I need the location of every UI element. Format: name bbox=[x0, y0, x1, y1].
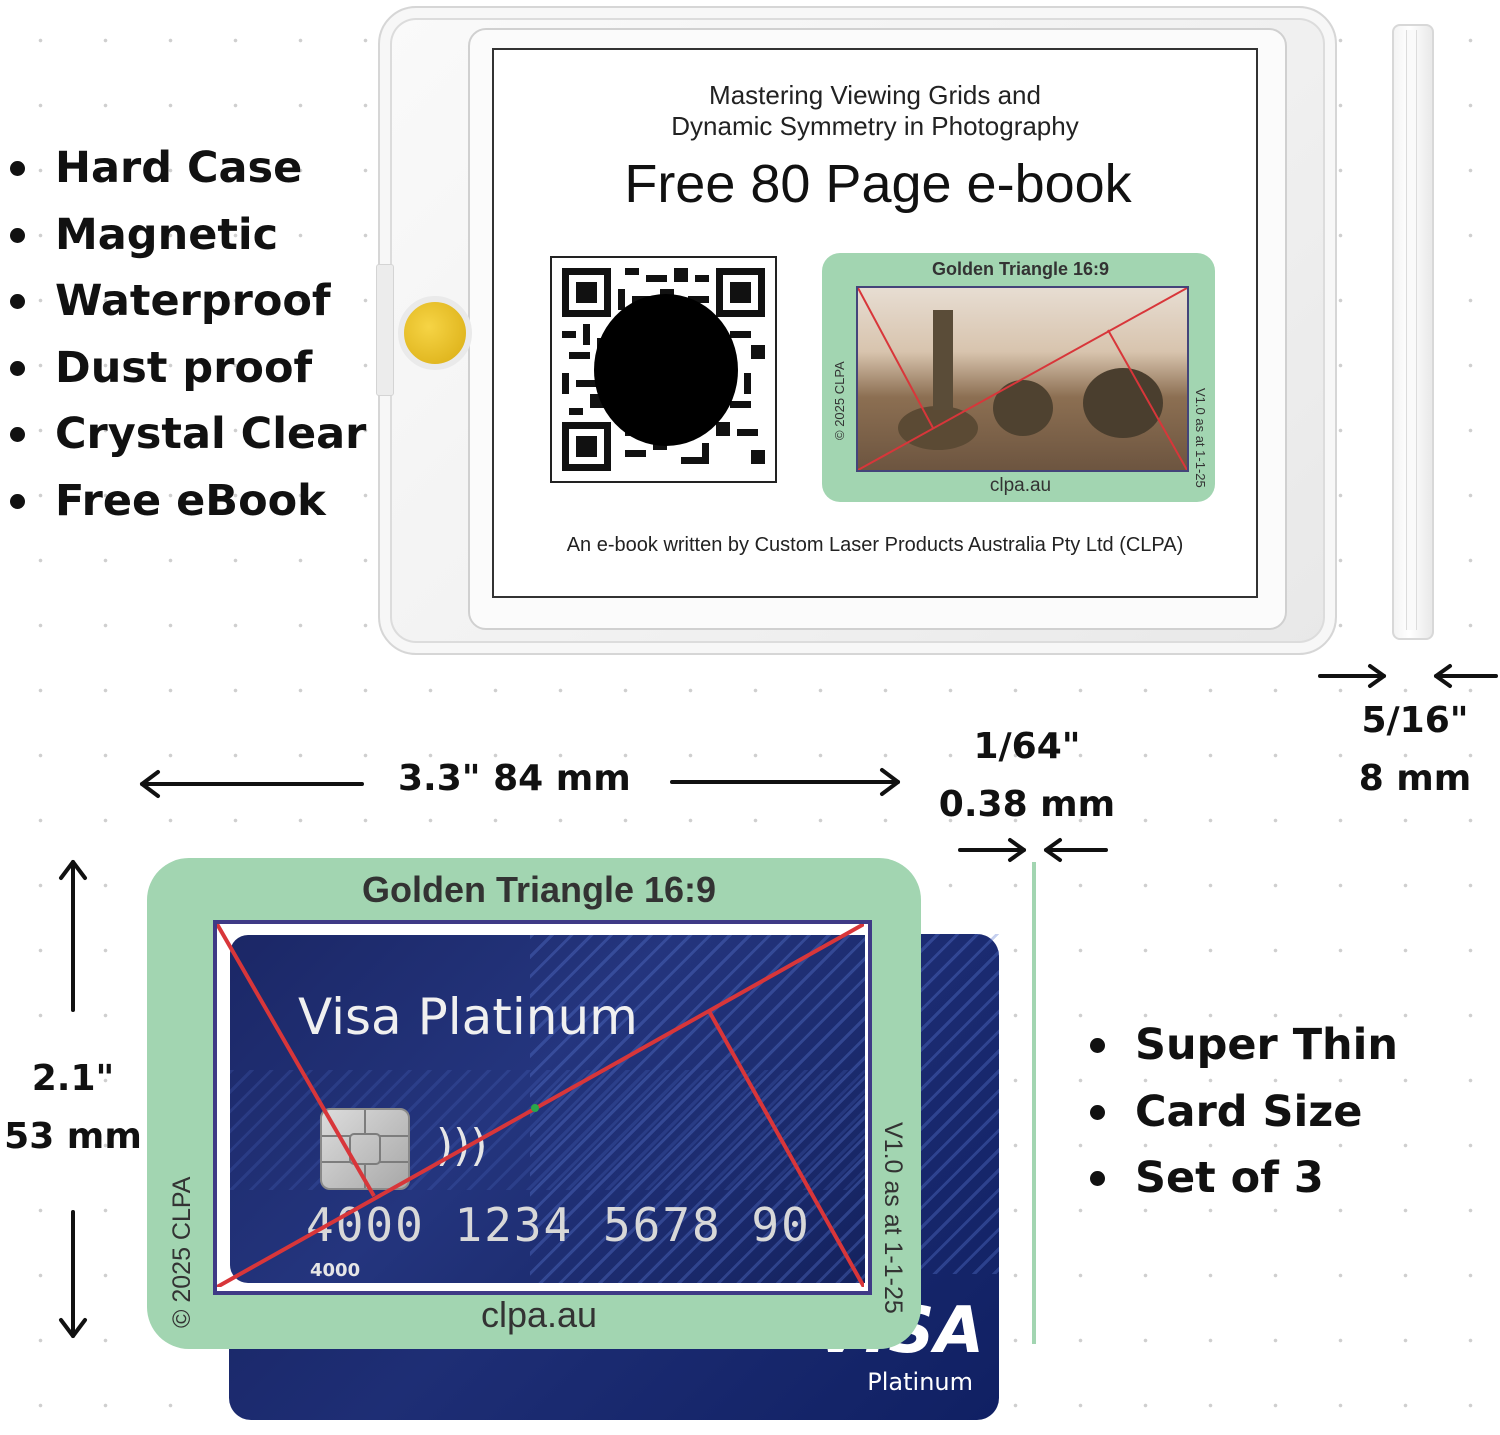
chip-contacts-icon bbox=[322, 1110, 408, 1188]
qr-redaction-mask bbox=[594, 294, 738, 446]
golden-triangle-title: Golden Triangle 16:9 bbox=[361, 869, 717, 910]
contactless-icon: ))) bbox=[436, 1120, 488, 1171]
magnet-icon bbox=[398, 296, 472, 370]
case-thickness-in: 5/16" bbox=[1361, 700, 1469, 741]
card-thickness-in: 1/64" bbox=[973, 726, 1081, 767]
golden-triangle-overlay-small bbox=[858, 288, 1187, 470]
visa-tier-label: Platinum bbox=[867, 1368, 973, 1396]
card-thickness-mm: 0.38 mm bbox=[938, 784, 1116, 825]
feature-item: Crystal Clear bbox=[10, 401, 366, 468]
mini-card-title: Golden Triangle 16:9 bbox=[931, 259, 1110, 279]
mini-card-photo bbox=[856, 286, 1189, 472]
feature-item: Card Size bbox=[1090, 1079, 1398, 1146]
visa-product-name: Visa Platinum bbox=[298, 988, 638, 1046]
feature-item: Super Thin bbox=[1090, 1012, 1398, 1079]
ebook-footer: An e-book written by Custom Laser Produc… bbox=[566, 534, 1184, 556]
card-number: 4000 1234 5678 90 bbox=[306, 1198, 811, 1252]
golden-triangle-url: clpa.au bbox=[480, 1294, 598, 1335]
case-side-slot bbox=[1406, 30, 1417, 630]
height-label-mm: 53 mm bbox=[4, 1116, 142, 1157]
width-label: 3.3" 84 mm bbox=[398, 758, 631, 799]
ebook-title: Free 80 Page e-book bbox=[624, 154, 1132, 214]
visa-card-pattern bbox=[530, 935, 865, 1283]
card-edge-profile bbox=[1032, 862, 1036, 1344]
card-small-digits: 4000 bbox=[310, 1260, 361, 1281]
magnet-tab bbox=[376, 264, 394, 396]
feature-item: Hard Case bbox=[10, 135, 366, 202]
golden-triangle-version: V1.0 as at 1-1-25 bbox=[879, 1122, 907, 1314]
feature-item: Free eBook bbox=[10, 468, 366, 535]
feature-item: Dust proof bbox=[10, 335, 366, 402]
ebook-subtitle-line2: Dynamic Symmetry in Photography bbox=[671, 111, 1079, 141]
feature-item: Set of 3 bbox=[1090, 1145, 1398, 1212]
feature-item: Magnetic bbox=[10, 202, 366, 269]
golden-triangle-copyright: © 2025 CLPA bbox=[168, 1176, 196, 1328]
feature-list-right: Super Thin Card Size Set of 3 bbox=[1090, 1012, 1398, 1212]
case-thickness-mm: 8 mm bbox=[1358, 758, 1472, 799]
ebook-subtitle-line1: Mastering Viewing Grids and bbox=[709, 80, 1041, 110]
height-label-in: 2.1" bbox=[31, 1058, 115, 1099]
golden-triangle-lines bbox=[217, 924, 864, 1287]
chip-icon bbox=[320, 1108, 410, 1190]
feature-item: Waterproof bbox=[10, 268, 366, 335]
mini-card-url: clpa.au bbox=[989, 475, 1052, 496]
feature-list-left: Hard Case Magnetic Waterproof Dust proof… bbox=[10, 135, 366, 534]
